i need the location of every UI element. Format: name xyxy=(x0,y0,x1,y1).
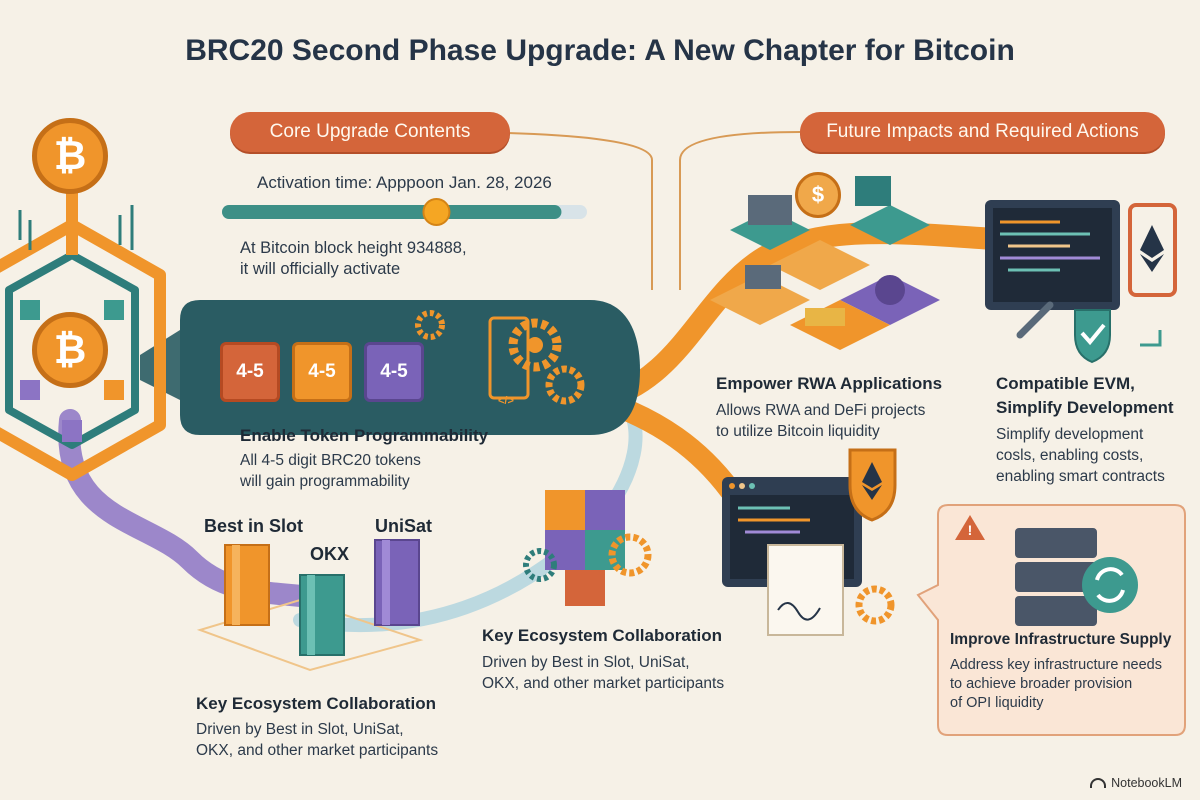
evm-body-1: Simplify development xyxy=(996,426,1144,443)
evm-body-3: enabling smart contracts xyxy=(996,468,1165,485)
okx-label: OKX xyxy=(310,544,350,564)
code-icon: </> xyxy=(498,395,514,407)
future-impacts-header: Future Impacts and Required Actions xyxy=(800,112,1165,152)
token-body-2: will gain programmability xyxy=(240,473,410,490)
progress-fill xyxy=(222,205,562,219)
rwa-body-2: to utilize Bitcoin liquidity xyxy=(716,423,880,440)
infra-heading: Improve Infrastructure Supply xyxy=(950,631,1172,648)
warning-icon: ! xyxy=(967,522,973,538)
infra-body-2: to achieve broader provision xyxy=(950,676,1133,692)
evm-body-2: cosls, enabling costs, xyxy=(996,447,1144,464)
page-title: BRC20 Second Phase Upgrade: A New Chapte… xyxy=(185,34,1015,67)
rwa-platforms xyxy=(710,176,940,350)
ecosystem-pillars xyxy=(196,539,424,672)
token-tile-1: 4-5 xyxy=(220,342,280,402)
watermark-text: NotebookLM xyxy=(1111,776,1182,790)
activation-time: Activation time: Apppoon Jan. 28, 2026 xyxy=(257,173,552,192)
infra-body-1: Address key infrastructure needs xyxy=(950,657,1162,673)
code-window xyxy=(722,448,897,636)
bitcoin-coin-top-icon: ₿ xyxy=(32,118,108,194)
collab-body-bottom-1: Driven by Best in Slot, UniSat, xyxy=(196,721,404,738)
progress-knob xyxy=(422,198,451,226)
collab-body-bottom-2: OKX, and other market participants xyxy=(196,742,439,759)
evm-heading-2: Simplify Development xyxy=(996,398,1174,417)
puzzle-cubes xyxy=(523,490,652,606)
gear-cluster-banner xyxy=(415,310,585,405)
infra-body-3: of OPI liquidity xyxy=(950,695,1044,711)
dollar-coin-icon: $ xyxy=(795,172,841,218)
flow-orange-upper xyxy=(589,222,1021,411)
block-height-line-2: it will officially activate xyxy=(240,260,401,278)
notebooklm-logo-icon xyxy=(1090,778,1107,788)
core-upgrade-header: Core Upgrade Contents xyxy=(230,112,510,152)
collab-body-middle-1: Driven by Best in Slot, UniSat, xyxy=(482,654,690,671)
rwa-heading: Empower RWA Applications xyxy=(716,374,943,393)
collab-heading-bottom: Key Ecosystem Collaboration xyxy=(196,694,436,713)
collab-heading-middle: Key Ecosystem Collaboration xyxy=(482,626,722,645)
evm-monitor xyxy=(985,200,1177,364)
watermark: NotebookLM xyxy=(1090,776,1182,790)
best-in-slot-label: Best in Slot xyxy=(204,516,304,536)
infra-callout xyxy=(916,504,1186,736)
flow-curve-purple xyxy=(58,409,341,611)
evm-heading-1: Compatible EVM, xyxy=(996,374,1135,393)
unisat-label: UniSat xyxy=(375,516,433,536)
collab-body-middle-2: OKX, and other market participants xyxy=(482,675,725,692)
rwa-body-1: Allows RWA and DeFi projects xyxy=(716,402,926,419)
token-body-1: All 4-5 digit BRC20 tokens xyxy=(240,452,421,469)
token-tile-3: 4-5 xyxy=(364,342,424,402)
connector-line-right xyxy=(679,131,801,290)
decor-ticks xyxy=(18,205,134,250)
block-height-line-1: At Bitcoin block height 934888, xyxy=(240,239,467,257)
token-tile-2: 4-5 xyxy=(292,342,352,402)
bitcoin-coin-center-icon: ₿ xyxy=(32,312,108,388)
hex-network xyxy=(0,190,166,481)
token-heading: Enable Token Programmability xyxy=(240,426,489,445)
